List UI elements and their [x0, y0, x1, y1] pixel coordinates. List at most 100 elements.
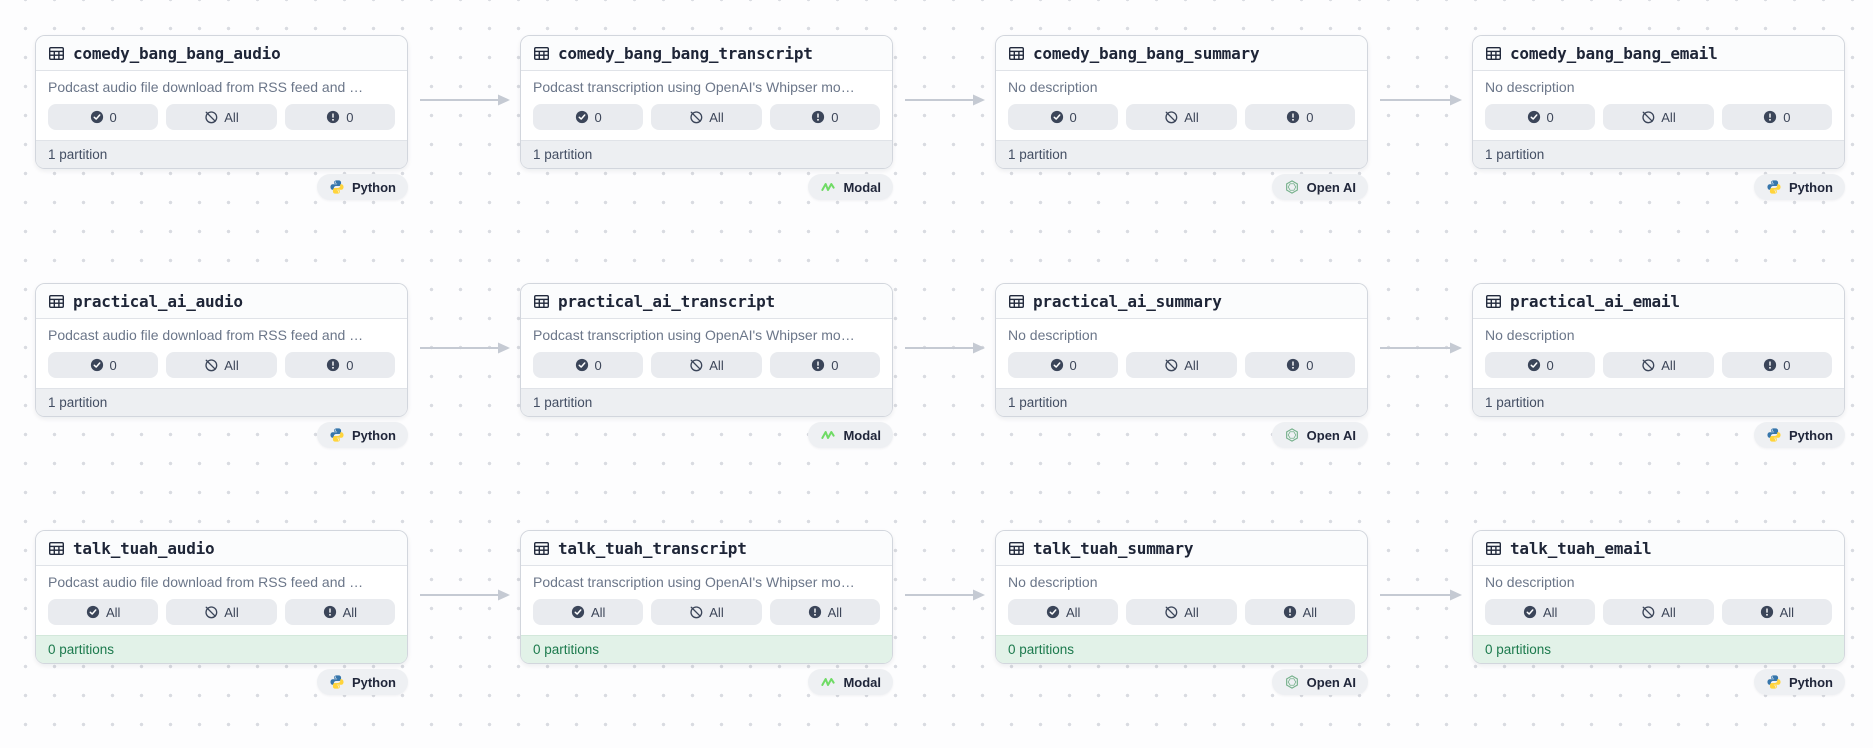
- asset-name: talk_tuah_summary: [1033, 539, 1194, 558]
- partitions-footer: 0 partitions: [996, 635, 1367, 663]
- asset-node-talk_tuah_email[interactable]: talk_tuah_email No description All: [1472, 530, 1845, 664]
- missing-count-badge[interactable]: All: [651, 104, 762, 130]
- materialized-count-badge[interactable]: 0: [1485, 352, 1596, 378]
- compute-kind-tag-wrap: Python: [35, 669, 408, 695]
- materialized-count-badge[interactable]: 0: [48, 352, 159, 378]
- failed-count-badge[interactable]: 0: [1721, 352, 1832, 378]
- failed-count-badge[interactable]: 0: [769, 352, 880, 378]
- asset-node-comedy_bang_bang_audio[interactable]: comedy_bang_bang_audio Podcast audio fil…: [35, 35, 408, 169]
- missing-count: All: [1661, 109, 1676, 125]
- failed-count-badge[interactable]: 0: [284, 104, 395, 130]
- partitions-footer: 1 partition: [996, 140, 1367, 168]
- asset-node-practical_ai_email[interactable]: practical_ai_email No description 0: [1472, 283, 1845, 417]
- missing-count-badge[interactable]: All: [1126, 352, 1237, 378]
- asset-description: Podcast audio file download from RSS fee…: [48, 79, 364, 95]
- failed-count-badge[interactable]: 0: [1721, 104, 1832, 130]
- missing-count-badge[interactable]: All: [166, 599, 277, 625]
- compute-kind-label: Python: [351, 427, 396, 443]
- compute-kind-tag-wrap: Python: [1472, 174, 1845, 200]
- asset-node-comedy_bang_bang_email[interactable]: comedy_bang_bang_email No description 0: [1472, 35, 1845, 169]
- materialized-count-badge[interactable]: 0: [533, 104, 644, 130]
- failed-count-badge[interactable]: 0: [284, 352, 395, 378]
- missing-count-badge[interactable]: All: [1126, 599, 1237, 625]
- slash-circle-icon: [1642, 359, 1655, 372]
- asset-node-body: No description 0 All: [996, 319, 1367, 388]
- compute-kind-tag[interactable]: Open AI: [1271, 422, 1368, 448]
- failed-count-badge[interactable]: All: [769, 599, 880, 625]
- check-circle-icon: [571, 605, 585, 619]
- missing-count-badge[interactable]: All: [1603, 104, 1714, 130]
- materialized-count-badge[interactable]: 0: [1008, 104, 1119, 130]
- missing-count-badge[interactable]: All: [651, 599, 762, 625]
- exclamation-circle-icon: [327, 358, 340, 372]
- compute-kind-tag[interactable]: Python: [316, 422, 408, 448]
- edge-arrow: [1380, 94, 1462, 106]
- asset-node-practical_ai_summary[interactable]: practical_ai_summary No description 0: [995, 283, 1368, 417]
- asset-node-header: talk_tuah_audio: [36, 531, 407, 566]
- table-icon: [533, 45, 550, 62]
- missing-count-badge[interactable]: All: [1603, 352, 1714, 378]
- materialized-count: 0: [1546, 109, 1554, 125]
- asset-node-comedy_bang_bang_transcript[interactable]: comedy_bang_bang_transcript Podcast tran…: [520, 35, 893, 169]
- materialized-count-badge[interactable]: All: [533, 599, 644, 625]
- materialized-count-badge[interactable]: All: [48, 599, 159, 625]
- materialized-count-badge[interactable]: 0: [48, 104, 159, 130]
- asset-node-comedy_bang_bang_summary[interactable]: comedy_bang_bang_summary No description …: [995, 35, 1368, 169]
- asset-description: No description: [1008, 79, 1098, 95]
- materialized-count-badge[interactable]: All: [1008, 599, 1119, 625]
- missing-count-badge[interactable]: All: [651, 352, 762, 378]
- asset-node-practical_ai_audio[interactable]: practical_ai_audio Podcast audio file do…: [35, 283, 408, 417]
- edge-arrow: [420, 342, 510, 354]
- asset-node-talk_tuah_summary[interactable]: talk_tuah_summary No description All: [995, 530, 1368, 664]
- failed-count: 0: [831, 357, 839, 373]
- compute-kind-tag[interactable]: Open AI: [1271, 669, 1368, 695]
- missing-count-badge[interactable]: All: [1603, 599, 1714, 625]
- python-logo-icon: [330, 675, 344, 689]
- compute-kind-label: Open AI: [1306, 179, 1356, 195]
- compute-kind-tag[interactable]: Python: [1753, 669, 1845, 695]
- failed-count-badge[interactable]: All: [284, 599, 395, 625]
- table-icon: [533, 540, 550, 557]
- materialized-count-badge[interactable]: 0: [533, 352, 644, 378]
- failed-count-badge[interactable]: 0: [1244, 104, 1355, 130]
- check-circle-icon: [90, 358, 103, 372]
- compute-kind-tag[interactable]: Python: [1753, 422, 1845, 448]
- missing-count-badge[interactable]: All: [166, 104, 277, 130]
- missing-count-badge[interactable]: All: [1126, 104, 1237, 130]
- asset-node-talk_tuah_audio[interactable]: talk_tuah_audio Podcast audio file downl…: [35, 530, 408, 664]
- exclamation-circle-icon: [1764, 110, 1777, 124]
- compute-kind-tag[interactable]: Modal: [808, 669, 893, 695]
- compute-kind-tag[interactable]: Python: [316, 174, 408, 200]
- compute-kind-label: Open AI: [1306, 674, 1356, 690]
- failed-count-badge[interactable]: All: [1721, 599, 1832, 625]
- asset-node-header: talk_tuah_email: [1473, 531, 1844, 566]
- compute-kind-tag[interactable]: Open AI: [1271, 174, 1368, 200]
- openai-logo-icon: [1285, 180, 1298, 194]
- missing-count: All: [1184, 604, 1199, 620]
- compute-kind-tag-wrap: Python: [1472, 422, 1845, 448]
- materialized-count: All: [590, 604, 606, 620]
- materialized-count-badge[interactable]: 0: [1008, 352, 1119, 378]
- materialized-count-badge[interactable]: All: [1485, 599, 1596, 625]
- asset-node-talk_tuah_transcript[interactable]: talk_tuah_transcript Podcast transcripti…: [520, 530, 893, 664]
- failed-count-badge[interactable]: 0: [769, 104, 880, 130]
- compute-kind-tag[interactable]: Python: [1753, 174, 1845, 200]
- compute-kind-logo: [329, 179, 345, 195]
- compute-kind-tag[interactable]: Modal: [808, 174, 893, 200]
- compute-kind-label: Modal: [843, 179, 881, 195]
- missing-count-badge[interactable]: All: [166, 352, 277, 378]
- missing-count: All: [709, 604, 724, 620]
- failed-count-badge[interactable]: All: [1244, 599, 1355, 625]
- failed-count: 0: [831, 109, 839, 125]
- compute-kind-tag-wrap: Python: [35, 422, 408, 448]
- compute-kind-tag[interactable]: Modal: [808, 422, 893, 448]
- compute-kind-tag[interactable]: Python: [316, 669, 408, 695]
- table-icon: [48, 293, 65, 310]
- compute-kind-logo: [1284, 179, 1300, 195]
- missing-count: All: [224, 357, 239, 373]
- asset-node-body: No description 0 All: [1473, 319, 1844, 388]
- materialized-count-badge[interactable]: 0: [1485, 104, 1596, 130]
- asset-node-practical_ai_transcript[interactable]: practical_ai_transcript Podcast transcri…: [520, 283, 893, 417]
- failed-count-badge[interactable]: 0: [1244, 352, 1355, 378]
